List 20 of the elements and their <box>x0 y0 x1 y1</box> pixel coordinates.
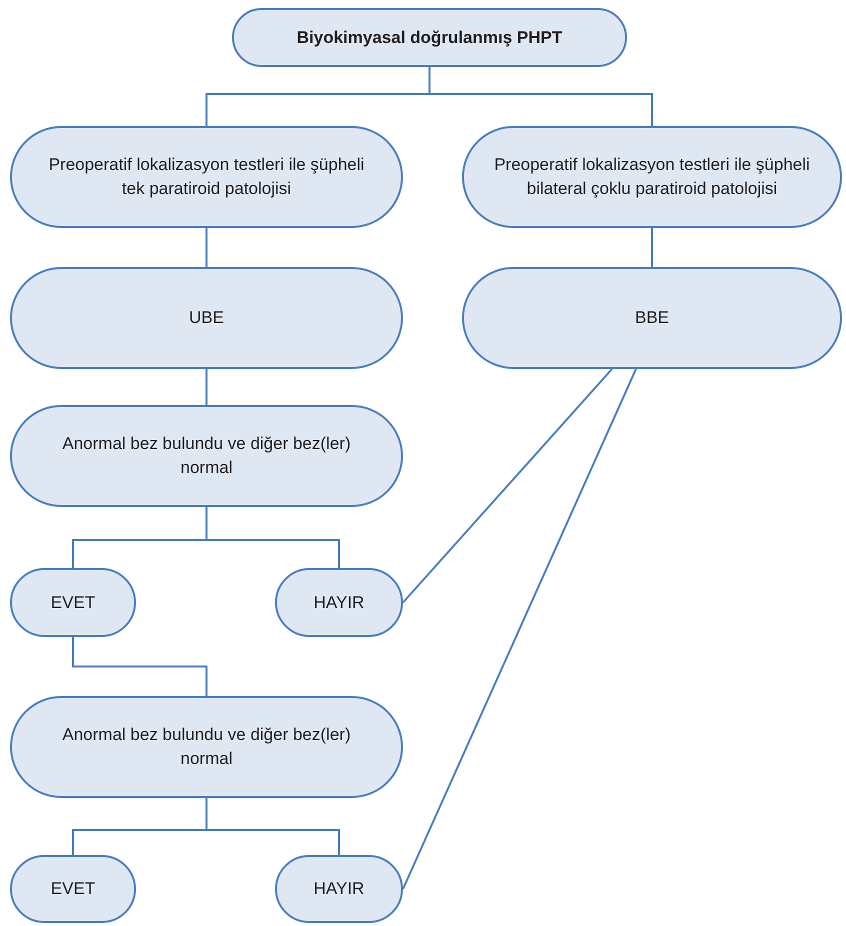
rounded-process-box: Biyokimyasal doğrulanmış PHPT <box>232 8 627 67</box>
connector-line <box>651 228 653 267</box>
connector-line <box>206 228 208 267</box>
connector-line <box>206 507 340 568</box>
rounded-process-box: UBE <box>10 267 403 369</box>
connector-line <box>206 369 208 405</box>
rounded-process-box: Preoperatif lokalizasyon testleri ile şüpheli tek paratiroid patolojisi <box>10 126 403 228</box>
connector-line <box>206 798 340 855</box>
rounded-process-box: BBE <box>462 267 842 369</box>
rounded-process-box: Preoperatif lokalizasyon testleri ile şüpheli bilateral çoklu paratiroid patolojisi <box>462 126 842 228</box>
connector-line <box>428 67 653 126</box>
rounded-process-box: HAYIR <box>275 855 403 923</box>
connector-line <box>402 368 613 604</box>
connector-line <box>402 368 637 890</box>
connector-line <box>72 637 208 696</box>
rounded-process-box: Anormal bez bulundu ve diğer bez(ler) normal <box>10 696 403 798</box>
rounded-process-box: EVET <box>10 855 136 923</box>
rounded-process-box: HAYIR <box>275 568 403 637</box>
rounded-process-box: EVET <box>10 568 136 637</box>
rounded-process-box: Anormal bez bulundu ve diğer bez(ler) normal <box>10 405 403 507</box>
